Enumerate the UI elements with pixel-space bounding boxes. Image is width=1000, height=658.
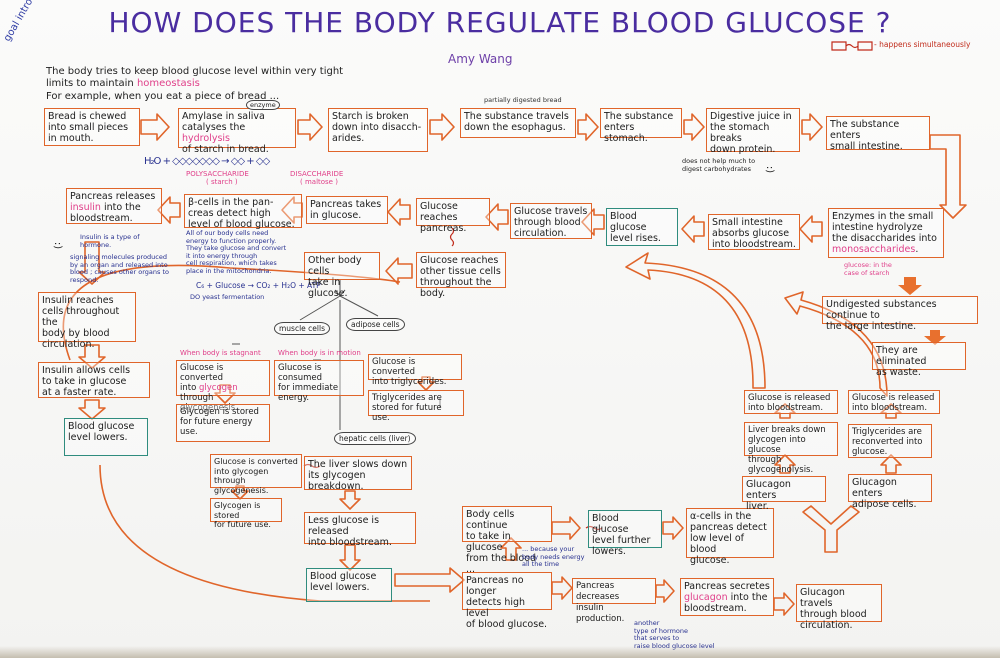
polysaccharide-label: POLYSACCHARIDE (186, 170, 249, 178)
glucagon-term: glucagon (684, 592, 728, 603)
esophagus-box: The substance travels down the esophagus… (460, 108, 576, 138)
secretes-text-b: into the bloodstream. (684, 592, 768, 614)
liver-slows-box: The liver slows down its glycogen breakd… (304, 456, 412, 492)
glucose-reaches-pancreas-box: Glucose reaches pancreas. (416, 198, 490, 234)
muscle-glycogenesis-text-a: Glucose is converted into (180, 363, 224, 393)
monosaccharides-term: monosaccharides (832, 244, 916, 255)
cell-respiration-note: All of our body cells need energy to fun… (186, 229, 287, 275)
glucagon-enters-liver-box: Glucagon enters liver. (742, 476, 826, 512)
pancreas-secretes-glucagon-box: Pancreas secretes glucagon into the bloo… (680, 578, 774, 616)
pancreas-no-longer-box: Pancreas no longer detects high level of… (462, 572, 552, 630)
starch-broken-box: Starch is broken down into disacch- arid… (328, 108, 428, 152)
blood-glucose-further-lowers-box: Blood glucose level further lowers. (588, 510, 662, 557)
legend-text: - happens simultaneously (874, 40, 971, 49)
glycogen-term: glycogen (198, 383, 238, 393)
enzyme-tag: enzyme (246, 100, 280, 110)
triglycerides-stored-box: Triglycerides are stored for future use. (368, 390, 464, 423)
pancreas-releases-text-b: into the bloodstream. (70, 202, 141, 224)
adipose-cells-tag: adipose cells (346, 318, 405, 331)
less-glucose-box: Less glucose is released into bloodstrea… (304, 512, 416, 548)
glucose-case-note: glucose: in the case of starch (844, 261, 892, 277)
another-hormone-note: another type of hormone that serves to r… (634, 619, 715, 650)
blood-glucose-lowers-box-left: Blood glucose level lowers. (64, 418, 148, 456)
insulin-allows-box: Insulin allows cells to take in glucose … (38, 362, 150, 398)
enzymes-text-a: Enzymes in the small intestine hydrolyze… (832, 211, 937, 244)
pancreas-takes-box: Pancreas takes in glucose. (306, 196, 388, 224)
muscle-cells-tag: muscle cells (274, 322, 330, 335)
smiley-left: :) (52, 241, 64, 250)
smiley: :) (764, 165, 776, 174)
digestive-juice-box: Digestive juice in the stomach breaks do… (706, 108, 800, 155)
blood-glucose-rises-box: Blood glucose level rises. (606, 208, 678, 246)
beta-cells-box: β-cells in the pan- creas detect high le… (184, 194, 302, 230)
decreases-insulin-box: Pancreas decreases insulin production. (572, 578, 656, 624)
respiration-equation: C₆ + Glucose → CO₂ + H₂O + ATP (196, 281, 321, 290)
intro-line-2: limits to maintain homeostasis (46, 78, 200, 89)
page-title: HOW DOES THE BODY REGULATE BLOOD GLUCOSE… (108, 6, 892, 39)
undigested-box: Undigested substances continue to the la… (822, 296, 978, 332)
hepatic-cells-tag: hepatic cells (liver) (334, 432, 416, 445)
muscle-glycogenesis-text-b: through glycogenesis. (180, 393, 238, 413)
hormone-definition-note: signaling molecules produced by an organ… (70, 253, 169, 284)
adipose-releases-glucose-box: Glucose is released into bloodstream. (848, 390, 940, 414)
amylase-box: Amylase in saliva catalyses the hydrolys… (178, 108, 296, 155)
partially-digested-note: partially digested bread (484, 96, 562, 104)
insulin-hormone-note: Insulin is a type of hormone. (80, 233, 140, 249)
amylase-text-b: of starch in bread. (182, 144, 269, 155)
intro-line-2-text: limits to maintain (46, 78, 137, 89)
stomach-box: The substance enters stomach. (600, 108, 682, 144)
carb-note: does not help much to digest carbohydrat… (682, 157, 756, 173)
body-cells-continue-box: Body cells continue to take in glucose f… (462, 506, 552, 575)
energy-need-note: ... because your body needs energy all t… (522, 545, 585, 568)
other-body-cells-box: Other body cells take in glucose. (304, 252, 380, 299)
enzymes-text-b: . (915, 244, 919, 255)
motion-heading: When body is in motion (278, 349, 361, 357)
liver-glycogenesis-box: Glucose is converted into glycogen throu… (210, 454, 302, 495)
alpha-cells-box: α-cells in the pancreas detect low level… (686, 508, 774, 566)
hydrolysis-term: hydrolysis (182, 133, 230, 144)
fermentation-note: DO yeast fermentation (190, 293, 265, 301)
bread-chewed-box: Bread is chewed into small pieces in mou… (44, 108, 140, 146)
muscle-glycogenesis-box: Glucose is converted into glycogen throu… (176, 360, 270, 413)
author: Amy Wang (448, 52, 513, 66)
disaccharide-label: DISACCHARIDE (290, 170, 344, 178)
hydrolysis-equation: H₂O + ◇◇◇◇◇◇◇ → ◇◇ + ◇◇ (144, 156, 270, 167)
insulin-term: insulin (70, 202, 101, 213)
eliminated-box: They are eliminated as waste. (872, 342, 966, 378)
homeostasis-term: homeostasis (136, 78, 200, 89)
intestine-absorbs-box: Small intestine absorbs glucose into blo… (708, 214, 800, 250)
insulin-reaches-box: Insulin reaches cells throughout the bod… (38, 292, 136, 350)
glycogen-stored-muscle-box: Glycogen is stored for future energy use… (176, 404, 270, 442)
glucose-travels-box: Glucose travels through blood circulatio… (510, 203, 592, 239)
stagnant-heading: When body is stagnant (180, 349, 261, 357)
glycogenolysis-box: Liver breaks down glycogen into glucose … (744, 422, 838, 475)
other-tissue-cells-box: Glucose reaches other tissue cells throu… (416, 252, 506, 299)
amylase-text-a: Amylase in saliva catalyses the (182, 111, 265, 133)
blood-glucose-lowers-box-liver: Blood glucose level lowers. (306, 568, 392, 602)
glucagon-enters-adipose-box: Glucagon enters adipose cells. (848, 474, 932, 510)
glucagon-travels-box: Glucagon travels through blood circulati… (796, 584, 882, 631)
enzymes-hydrolyze-box: Enzymes in the small intestine hydrolyze… (828, 208, 944, 258)
pancreas-releases-text-a: Pancreas releases (70, 191, 156, 202)
glucose-consumed-box: Glucose is consumed for immediate energy… (274, 360, 364, 403)
small-intestine-enter-box: The substance enters small intestine. (826, 116, 930, 152)
liver-glycogen-stored-box: Glycogen is stored for future use. (210, 498, 282, 529)
triglycerides-reconverted-box: Triglycerides are reconverted into gluco… (848, 424, 932, 458)
intro-line-3: For example, when you eat a piece of bre… (46, 91, 280, 102)
pancreas-releases-box: Pancreas releases insulin into the blood… (66, 188, 162, 224)
intro-line-1: The body tries to keep blood glucose lev… (46, 66, 344, 77)
starch-label: ( starch ) (206, 178, 238, 186)
maltose-label: ( maltose ) (300, 178, 338, 186)
secretes-text-a: Pancreas secretes (684, 581, 770, 592)
liver-releases-glucose-box: Glucose is released into bloodstream. (744, 390, 838, 414)
triglycerides-converted-box: Glucose is converted into triglycerides. (368, 354, 462, 387)
